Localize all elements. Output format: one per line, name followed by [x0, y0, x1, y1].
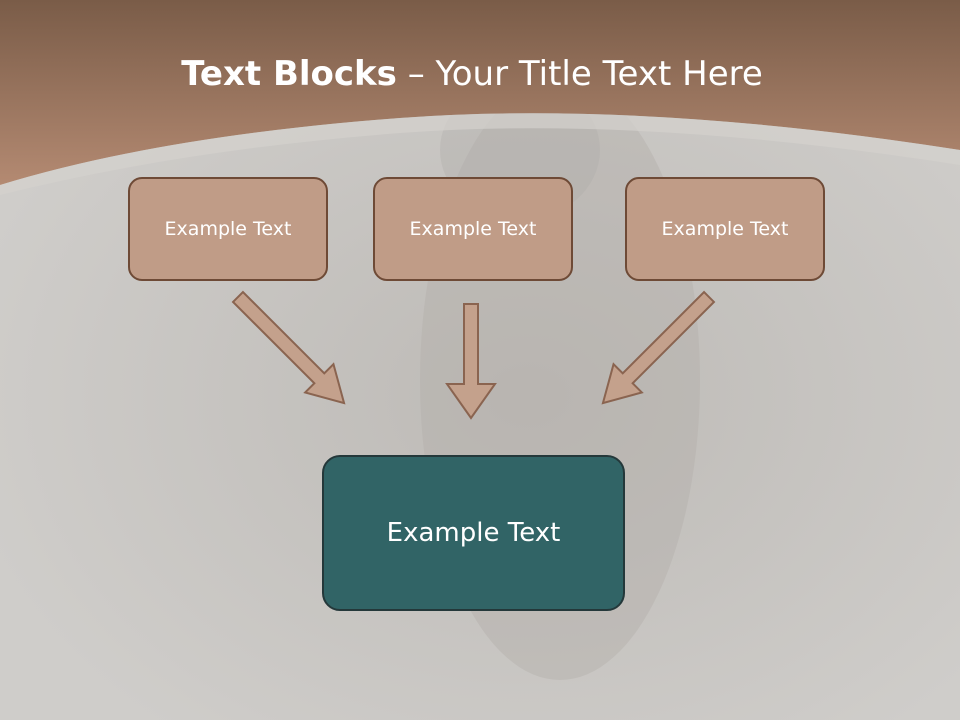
arrow-left	[231, 290, 346, 405]
text-block-label: Example Text	[661, 218, 789, 240]
title-rest: – Your Title Text Here	[396, 54, 763, 94]
text-block-label: Example Text	[164, 218, 292, 240]
arrow-center	[445, 303, 497, 420]
target-block: Example Text	[322, 455, 625, 611]
text-block-1: Example Text	[128, 177, 328, 281]
text-block-label: Example Text	[409, 218, 537, 240]
text-block-3: Example Text	[625, 177, 825, 281]
slide-title: Text Blocks – Your Title Text Here	[0, 52, 944, 96]
title-bold: Text Blocks	[181, 54, 397, 94]
arrow-right	[601, 290, 716, 405]
text-block-2: Example Text	[373, 177, 573, 281]
target-block-label: Example Text	[386, 518, 561, 548]
header-band	[0, 0, 960, 185]
header-arc	[0, 113, 960, 195]
